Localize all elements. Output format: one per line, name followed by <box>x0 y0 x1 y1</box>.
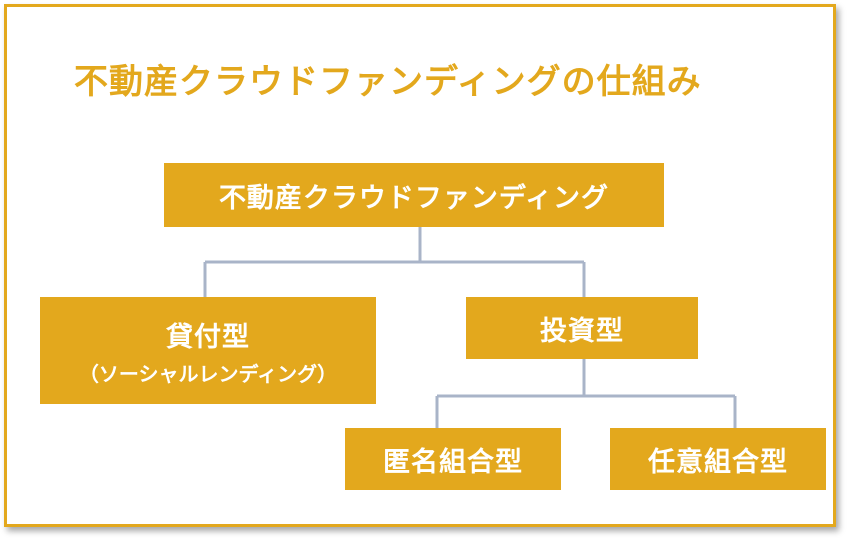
page-title: 不動産クラウドファンディングの仕組み <box>74 62 702 102</box>
node-root-label: 不動産クラウドファンディング <box>218 182 610 214</box>
node-investment-type-label: 投資型 <box>540 315 624 347</box>
node-voluntary-partnership-label: 任意組合型 <box>648 446 788 478</box>
node-anonymous-partnership: 匿名組合型 <box>345 428 561 490</box>
node-loan-type: 貸付型 （ソーシャルレンディング） <box>40 297 376 404</box>
node-investment-type: 投資型 <box>466 297 698 359</box>
connector-invest-branch <box>435 359 737 428</box>
node-anonymous-partnership-label: 匿名組合型 <box>383 446 523 478</box>
node-voluntary-partnership: 任意組合型 <box>610 428 826 490</box>
connector-root-branch <box>203 227 586 297</box>
node-loan-type-sublabel: （ソーシャルレンディング） <box>78 361 338 386</box>
node-loan-type-label: 貸付型 <box>166 321 250 353</box>
node-root: 不動産クラウドファンディング <box>164 163 664 227</box>
